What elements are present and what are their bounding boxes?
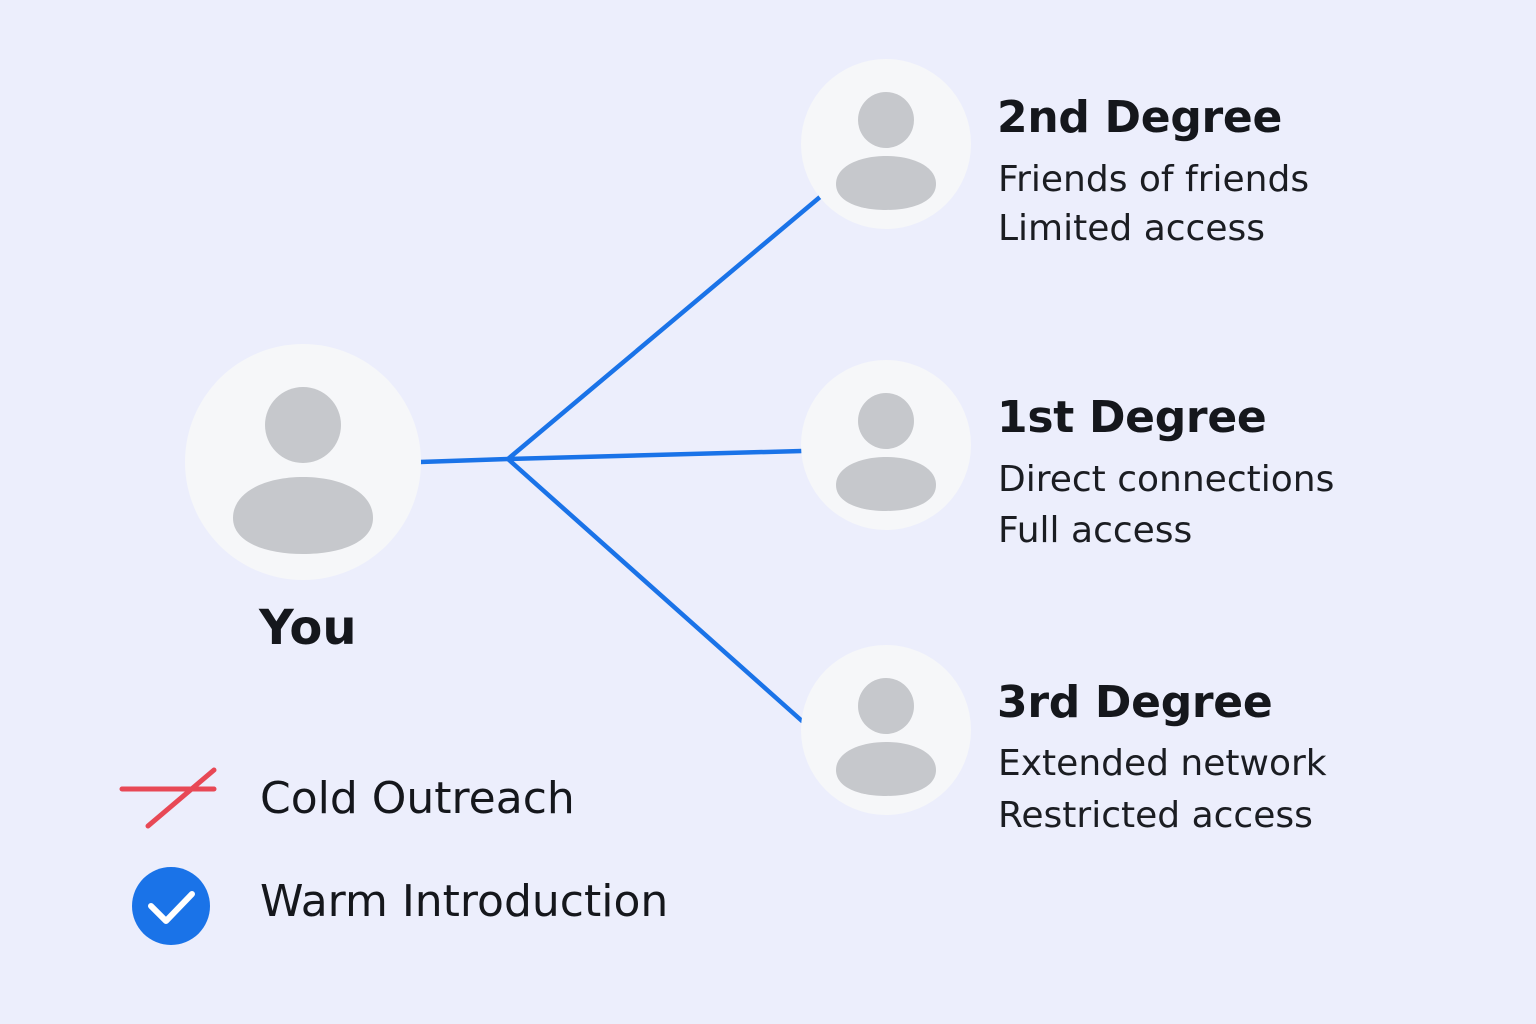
person-body-icon [836,742,936,796]
connector-hub-1st-degree [505,448,805,462]
legend-label-warm-introduction: Warm Introduction [260,876,669,927]
you-avatar[interactable] [185,344,421,580]
node-access-3rd-degree: Restricted access [998,795,1313,836]
person-head-icon [265,387,341,463]
blue-check-icon [132,867,210,945]
person-body-icon [233,477,373,554]
avatar-1st-degree[interactable] [801,360,971,530]
connector-you-hub [417,456,511,465]
legend-label-cold-outreach: Cold Outreach [260,773,575,824]
node-title-3rd-degree: 3rd Degree [997,677,1273,728]
connector-hub-2nd-degree [505,194,823,462]
person-body-icon [836,457,936,511]
person-head-icon [858,92,914,148]
node-desc-1st-degree: Direct connections [998,459,1335,500]
node-title-1st-degree: 1st Degree [997,392,1267,443]
node-desc-3rd-degree: Extended network [998,743,1327,784]
person-head-icon [858,393,914,449]
connectors [417,194,823,724]
person-body-icon [836,156,936,210]
person-head-icon [858,678,914,734]
node-desc-2nd-degree: Friends of friends [998,159,1310,200]
node-access-2nd-degree: Limited access [998,208,1265,249]
connector-hub-3rd-degree [505,456,805,724]
avatar-3rd-degree[interactable] [801,645,971,815]
node-title-2nd-degree: 2nd Degree [997,92,1282,143]
avatar-2nd-degree[interactable] [801,59,971,229]
red-strikethrough-icon [119,767,217,829]
you-label: You [259,600,357,656]
node-access-1st-degree: Full access [998,510,1193,551]
